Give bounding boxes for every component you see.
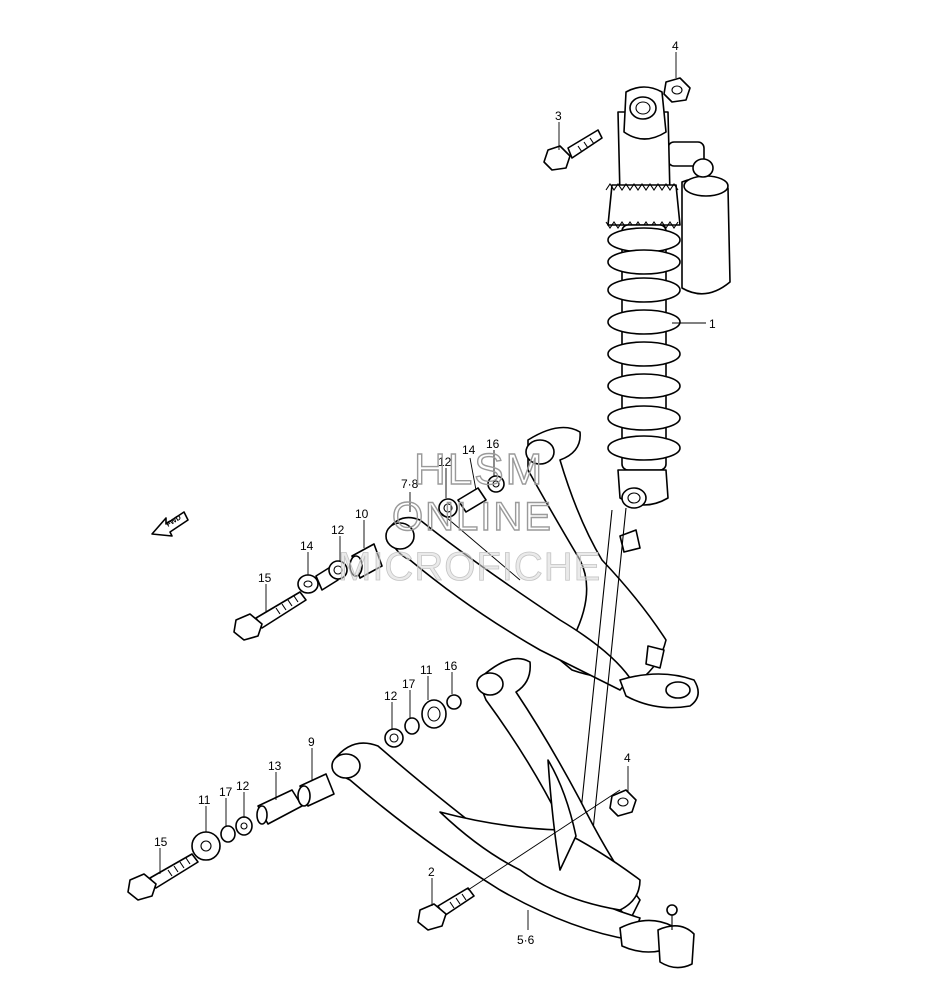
callout-14-upper-right: 14 (462, 443, 476, 457)
fwd-arrow: FWD (151, 511, 189, 537)
callout-4-bottom: 4 (624, 751, 631, 765)
callout-13: 13 (268, 759, 282, 773)
callout-4-top: 4 (672, 39, 679, 53)
callout-3: 3 (555, 109, 562, 123)
callout-17-lower-right: 17 (402, 677, 416, 691)
callout-7-8: 7·8 (401, 477, 419, 491)
callout-16-lower: 16 (444, 659, 458, 673)
callout-10: 10 (355, 507, 369, 521)
watermark-line-1: HLSM (414, 445, 544, 494)
watermark-line-2: ONLINE (392, 495, 553, 539)
callout-12-upper-left: 12 (331, 523, 345, 537)
watermark: HLSM ONLINE MICROFICHE (338, 444, 601, 589)
upper-shock-bolt (543, 129, 603, 171)
callout-15-lower: 15 (154, 835, 168, 849)
upper-shock-nut (663, 77, 691, 103)
callout-12-lower-right: 12 (384, 689, 398, 703)
upper-a-arm (385, 426, 699, 709)
lower-a-arm (331, 657, 695, 969)
callout-14-upper-left: 14 (300, 539, 314, 553)
watermark-line-3: MICROFICHE (338, 545, 601, 589)
lower-pivot-hardware (127, 694, 462, 901)
callout-12-upper-right: 12 (438, 455, 452, 469)
lower-shock-nut (609, 789, 637, 817)
callout-16-upper: 16 (486, 437, 500, 451)
callout-11-lower-right: 11 (420, 663, 433, 677)
callout-12-lower-left: 12 (236, 779, 250, 793)
callout-17-lower-left: 17 (219, 785, 233, 799)
callout-9: 9 (308, 735, 315, 749)
alignment-lines (439, 511, 621, 891)
shock-absorber (605, 86, 731, 509)
callout-numbers: 4 3 1 4 2 5·6 7·8 12 14 16 10 12 14 15 9… (154, 39, 716, 947)
callout-2: 2 (428, 865, 435, 879)
upper-pivot-hardware (233, 475, 505, 641)
callout-11-lower-left: 11 (198, 793, 211, 807)
callout-15-upper: 15 (258, 571, 272, 585)
lower-shock-bolt (417, 887, 475, 931)
callout-5-6: 5·6 (517, 933, 535, 947)
leader-lines (159, 52, 706, 930)
connecting-rod (577, 507, 627, 841)
callout-1: 1 (709, 317, 716, 331)
